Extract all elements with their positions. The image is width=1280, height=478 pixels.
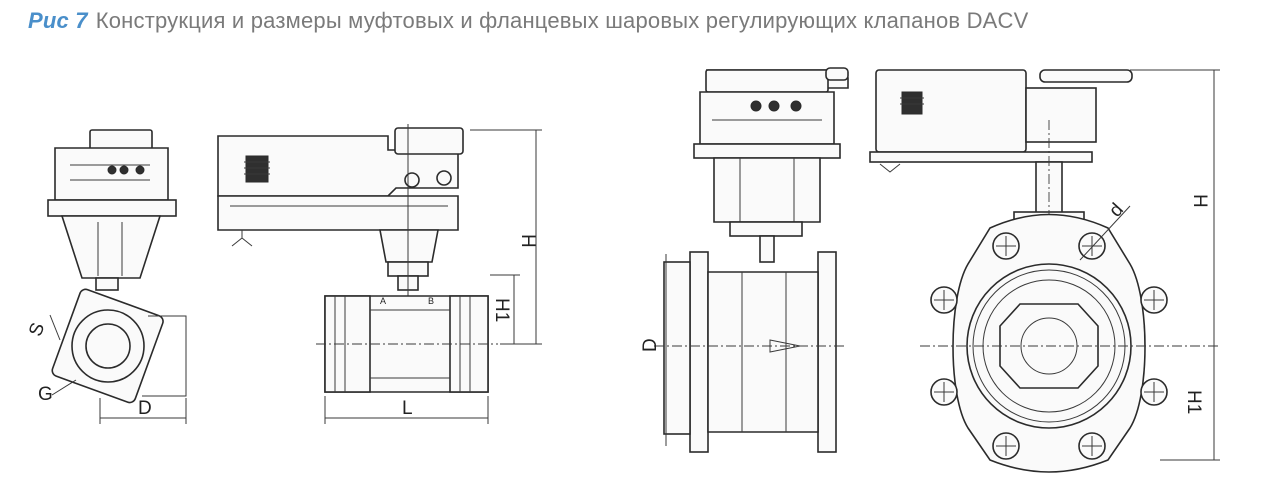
dim-label-d-small: d xyxy=(1105,199,1128,221)
flanged-valve-front-view: d H H1 xyxy=(869,69,1220,473)
dim-label-h-flanged: H xyxy=(1189,194,1210,208)
dim-label-h1: H1 xyxy=(491,298,512,322)
dim-label-d-flanged: D xyxy=(640,338,661,352)
port-label-a: A xyxy=(380,296,386,306)
threaded-valve-side-view: S G D xyxy=(25,129,187,424)
dim-label-l: L xyxy=(402,398,413,419)
port-label-b: B xyxy=(428,296,434,306)
threaded-valve-front-view: A B L H H1 xyxy=(217,124,542,424)
dim-label-h1-flanged: H1 xyxy=(1183,390,1204,414)
bolt-holes xyxy=(930,232,1168,460)
dim-label-g: G xyxy=(38,384,53,405)
dim-label-d: D xyxy=(138,398,152,419)
dim-label-h: H xyxy=(517,234,538,248)
figure-number: Рис 7 xyxy=(28,8,88,33)
flanged-valve-side-view: D xyxy=(640,67,849,453)
figure-caption: Рис 7 Конструкция и размеры муфтовых и фл… xyxy=(28,8,1029,34)
figure-title: Конструкция и размеры муфтовых и фланцев… xyxy=(95,8,1029,33)
dim-label-s: S xyxy=(25,320,49,339)
